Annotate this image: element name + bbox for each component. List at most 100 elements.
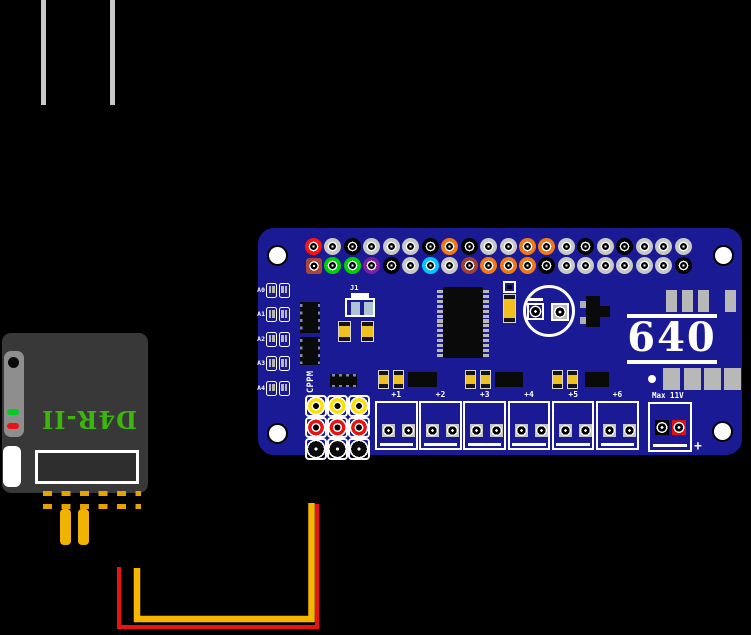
analog-pad [278,307,290,323]
servo-channel-label-6: +6 [612,390,623,399]
gpio-pin-bottom-3 [343,257,361,274]
power-rating-label: Max 11V [652,391,684,400]
smd-capacitor [503,294,516,323]
analog-pad [278,380,290,396]
cppm-pin [305,416,327,439]
gpio-pin-bottom-2 [324,257,342,274]
gpio-pin-top-16 [596,237,614,255]
servo-connector-5 [551,401,595,450]
servo-channel-label-1: +1 [391,390,402,399]
gpio-pin-top-18 [635,237,653,255]
gpio-pin-bottom-12 [518,257,536,274]
smd-capacitor [552,370,563,389]
power-pad-positive [672,419,686,435]
logo-bar [627,360,717,364]
ic-pin [437,304,444,308]
smd-capacitor [465,370,476,389]
solder-pad-gray [698,290,709,312]
smd-capacitor [392,370,404,389]
servo-connector-1 [375,401,418,450]
receiver-side-panel [4,351,24,437]
analog-pad [266,307,277,323]
resistor-network [300,302,320,333]
gpio-pin-top-11 [499,237,517,255]
gpio-pin-bottom-9 [460,257,478,274]
gpio-pin-bottom-13 [538,257,556,274]
gpio-pin-top-20 [674,237,692,255]
solder-pad-gray [724,368,741,390]
buzzer-footprint [523,285,575,337]
smd-resistor [495,372,523,387]
analog-pad [266,331,277,347]
receiver-red-led [7,422,19,429]
ic-pin [437,339,444,343]
analog-label-a0: A0 [257,285,265,294]
jumper-cap [351,293,369,298]
gpio-pin-bottom-15 [577,257,595,274]
ic-pin [437,294,444,299]
ic-pin [482,324,489,328]
analog-label-a3: A3 [257,359,265,368]
servo-channel-label-4: +4 [524,390,534,399]
wire-yellow [133,503,315,623]
ic-pin [482,334,489,338]
solder-pad-gray [684,368,701,390]
d4r-ii-receiver: D4R-II [2,333,148,493]
smd-capacitor [479,370,491,389]
cppm-pin [348,438,370,460]
smd-capacitor [361,321,374,342]
gpio-pin-bottom-14 [557,257,575,274]
ic-pin [437,299,444,303]
analog-label-a1: A1 [257,310,265,319]
gpio-pin-bottom-6 [402,257,420,274]
servo-connector-4 [507,401,551,450]
ic-pin [437,329,444,333]
cppm-pin [348,395,370,417]
ic-pin [437,343,444,348]
gpio-pin-top-4 [363,237,381,255]
regulator-pin [579,316,586,324]
silk-dot [648,375,656,383]
smd-resistor [408,372,437,387]
ic-pin [482,343,489,348]
antenna-wire-left [41,0,46,105]
analog-pad [278,282,290,298]
gpio-pin-top-1 [305,237,322,255]
analog-label-a4: A4 [257,383,265,392]
gpio-pin-bottom-20 [674,257,692,274]
gpio-pin-top-15 [577,237,595,255]
ic-pin [482,314,489,318]
ic-pin [437,314,444,318]
analog-label-a2: A2 [257,334,265,343]
ic-pin [437,334,444,338]
mounting-hole [266,422,288,444]
receiver-header-pin [78,509,89,545]
gpio-pin-top-19 [655,237,673,255]
ic-pin [437,324,444,328]
receiver-bind-button [7,356,19,368]
ic-pin [482,304,489,308]
cppm-pin [305,395,327,417]
solder-pad-gray [663,368,680,390]
ic-pin [437,353,444,357]
ic-pin [482,339,489,343]
power-connector-slot [653,444,687,447]
microcontroller-ic [443,287,483,358]
antenna-wire-right [110,0,115,105]
gpio-pin-bottom-4 [363,257,381,274]
jumper-pad [364,301,373,315]
wire-red [117,504,319,629]
gpio-pin-bottom-17 [616,257,634,274]
gpio-pin-top-10 [480,237,498,255]
gpio-pin-bottom-1 [305,257,322,274]
receiver-header-dashes-lower [43,504,141,509]
ic-pin [437,319,444,323]
gpio-pin-top-5 [382,237,400,255]
analog-pad [266,356,277,372]
voltage-regulator [586,296,600,327]
mounting-hole [711,420,733,442]
solder-pad-gray [666,290,677,312]
smd-capacitor [566,370,578,389]
buzzer-pad [527,303,544,320]
